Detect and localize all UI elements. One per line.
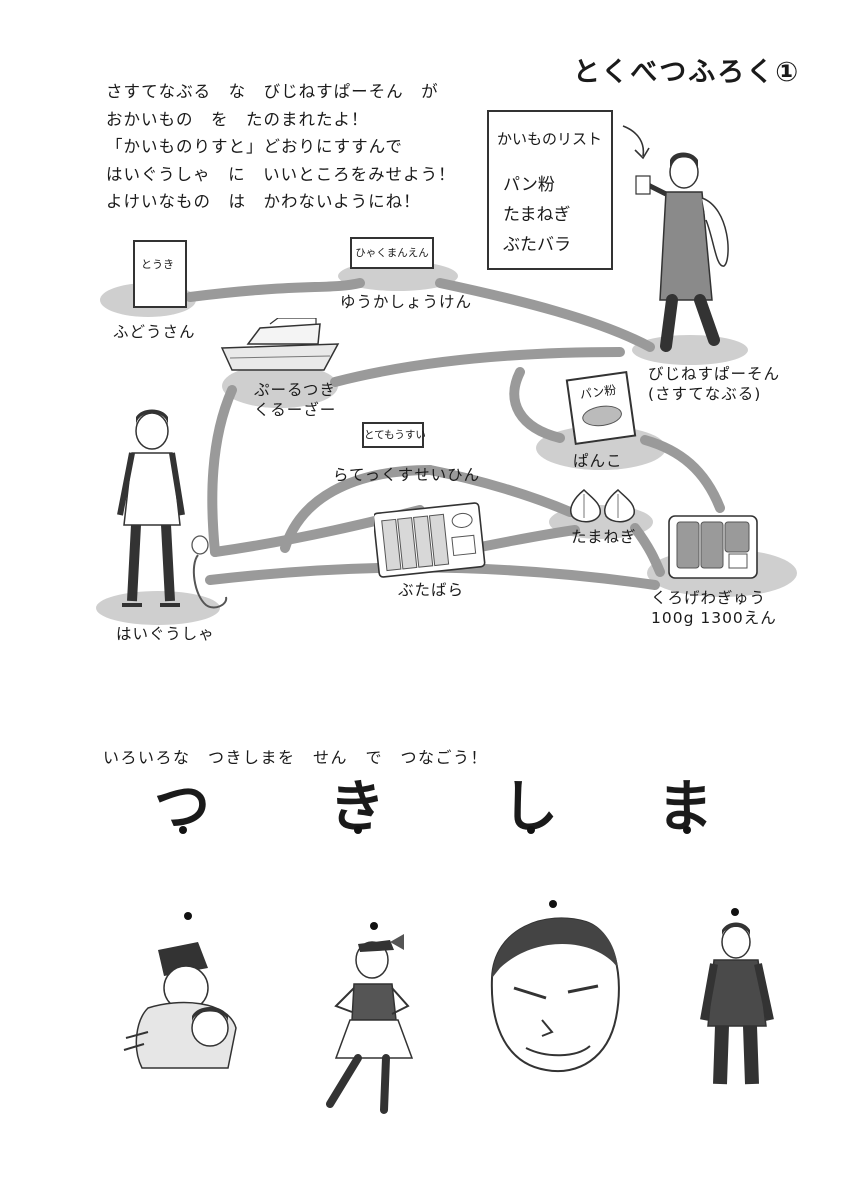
panko-label: ぱんこ — [573, 452, 623, 470]
cruiser-label: ぷーるつき くるーざー — [254, 380, 336, 420]
instruction-line: 「かいものりすと」どおりにすすんで — [106, 137, 403, 156]
fudousan-label: ふどうさん — [113, 323, 196, 341]
cruiser-ship-icon — [220, 318, 340, 371]
cruiser-shadow — [222, 364, 338, 408]
shopping-list-item: ぶたバラ — [503, 235, 571, 255]
shopping-list-title: かいものリスト — [497, 130, 603, 148]
shopping-list-card: かいものリスト パン粉 たまねぎ ぶたバラ — [487, 110, 613, 270]
pork-belly-pack — [374, 502, 486, 578]
soldier-with-child-illustration — [123, 942, 237, 1069]
lattice-label: らてっくすせいひん — [333, 466, 481, 484]
cruiser-label-line: ぷーるつき — [254, 381, 336, 399]
character-dot[interactable] — [549, 900, 557, 908]
wagyu-label-line: 100g 1300えん — [651, 609, 777, 627]
businessperson-label: びじねすぱーそん (さすてなぶる) — [648, 364, 780, 404]
businessperson-label-line: (さすてなぶる) — [648, 385, 762, 403]
panko-shadow — [536, 426, 666, 470]
businessperson-figure — [635, 152, 729, 352]
panko-bag-label: パン粉 — [578, 382, 618, 402]
instructions: さすてなぶる な びじねすぱーそん が おかいもの を たのまれたよ！ 「かいも… — [106, 78, 456, 216]
wagyu-pack — [668, 515, 758, 579]
businessperson-label-line: びじねすぱーそん — [648, 365, 781, 383]
road-cruiser-business — [330, 347, 625, 387]
road-panko-wagyu — [640, 435, 725, 513]
spouse-shadow — [96, 591, 220, 625]
deed-document: とうき — [133, 240, 187, 308]
kana-dot[interactable] — [683, 826, 691, 834]
securities-certificate: ひゃくまんえん — [350, 237, 434, 269]
deed-label: とうき — [141, 258, 174, 271]
road-yuuka-business — [435, 278, 655, 352]
shopping-list-item: たまねぎ — [503, 205, 571, 225]
butabara-label: ぶたばら — [398, 581, 465, 599]
arrow-down-icon — [622, 125, 650, 160]
road-lattice-curve — [280, 465, 435, 553]
spouse-figure — [117, 409, 228, 609]
wagyu-label-line: くろげわぎゅう — [651, 589, 767, 607]
character-dot[interactable] — [731, 908, 739, 916]
connect-instruction: いろいろな つきしまを せん で つなごう！ — [103, 748, 489, 767]
character-dot[interactable] — [370, 922, 378, 930]
soldier-uniform-illustration — [700, 922, 774, 1085]
road-onion-wagyu — [630, 523, 665, 577]
road-fudousan-yuuka — [185, 278, 365, 302]
instruction-line: はいぐうしゃ に いいところをみせよう！ — [106, 164, 456, 184]
bald-man-face-illustration — [490, 917, 620, 1073]
road-cruiser-spouse — [207, 385, 237, 557]
girl-dress-illustration — [326, 934, 414, 1114]
panko-crumbs-icon — [580, 403, 624, 429]
yuukashouken-label: ゆうかしょうけん — [340, 293, 473, 311]
tamanegi-label: たまねぎ — [571, 528, 637, 546]
spouse-label: はいぐうしゃ — [116, 625, 215, 643]
kana-dot[interactable] — [179, 826, 187, 834]
instruction-line: おかいもの を たのまれたよ！ — [106, 109, 369, 129]
kana-dot[interactable] — [354, 826, 362, 834]
wagyu-label: くろげわぎゅう 100g 1300えん — [651, 588, 777, 628]
road-lattice-onion — [425, 465, 575, 517]
shopping-list-item: パン粉 — [503, 175, 555, 195]
latex-product-box: とてもうすい — [362, 422, 426, 448]
road-junction-panko — [509, 367, 565, 443]
instruction-line: さすてなぶる な びじねすぱーそん が — [106, 82, 439, 101]
onion-icon — [570, 488, 635, 523]
panko-bag: パン粉 — [565, 371, 637, 445]
character-dot[interactable] — [184, 912, 192, 920]
instruction-line: よけいなもの は かわないようにね！ — [106, 192, 421, 211]
cruiser-label-line: くるーざー — [254, 401, 337, 419]
page-title: とくべつふろく① — [573, 57, 801, 88]
kana-dot[interactable] — [527, 826, 535, 834]
